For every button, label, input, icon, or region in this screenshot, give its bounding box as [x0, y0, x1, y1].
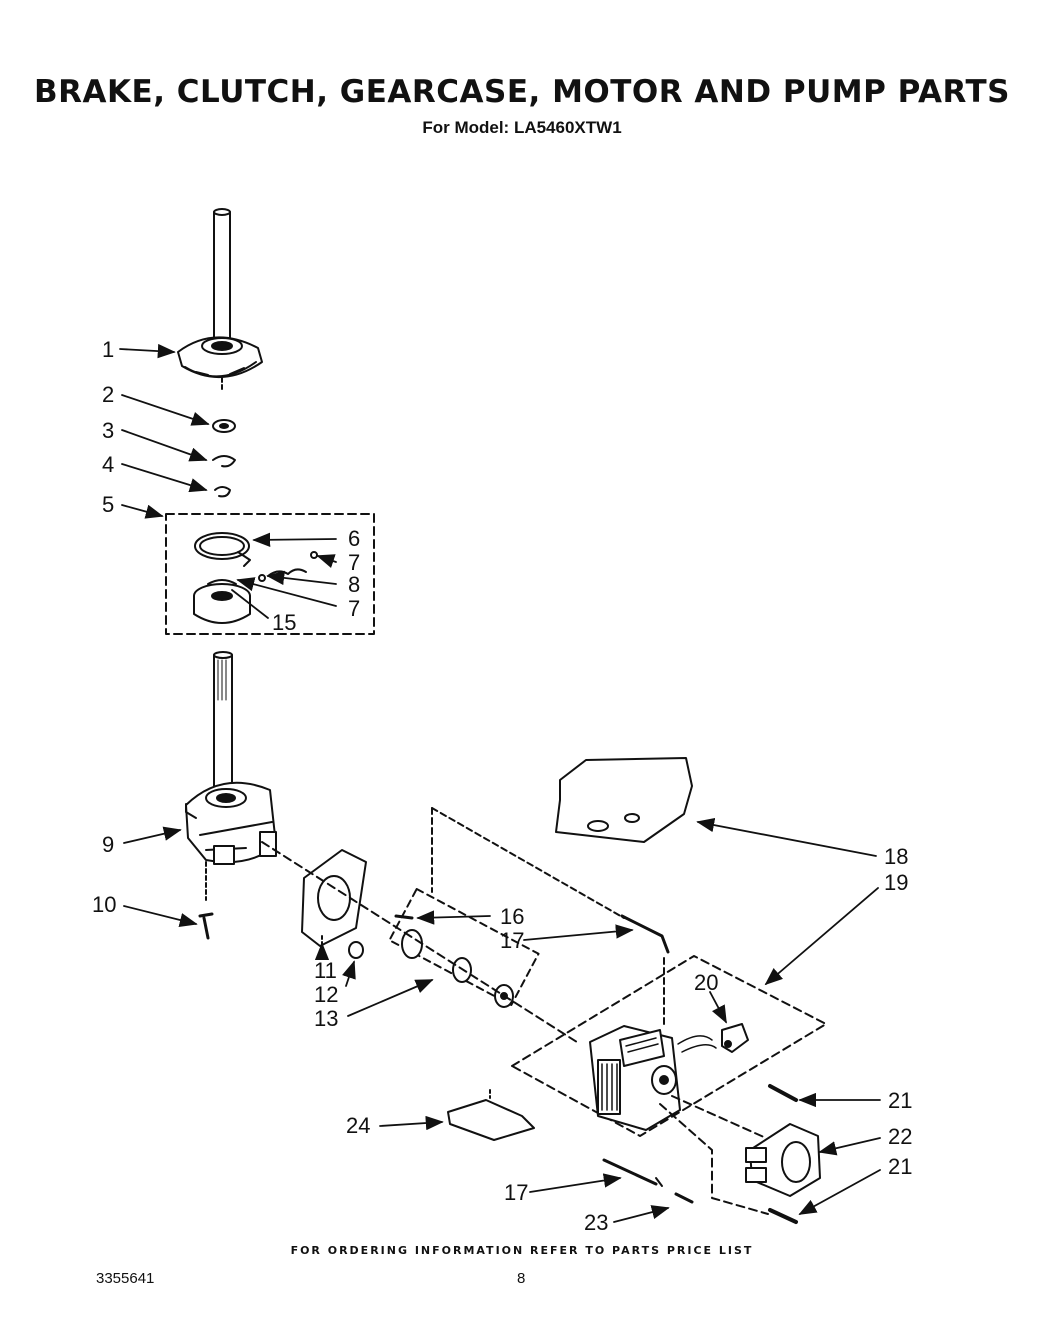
- ordering-note: FOR ORDERING INFORMATION REFER TO PARTS …: [290, 1244, 754, 1257]
- page-number: 8: [517, 1270, 526, 1287]
- model-subtitle: For Model: LA5460XTW1: [422, 118, 622, 137]
- part-5-clutch-kit-box: [165, 513, 375, 635]
- callout-17-upper: 17: [500, 928, 524, 953]
- part-24-gasket: [447, 1089, 535, 1141]
- part-13-coupling-kit-box: [388, 888, 540, 1006]
- callout-21-lower: 21: [888, 1154, 912, 1179]
- callout-3: 3: [102, 418, 114, 443]
- coupling-alignment-line: [261, 841, 581, 1045]
- part-4-clip: [214, 486, 231, 498]
- callout-12: 12: [314, 982, 338, 1007]
- callout-18: 18: [884, 844, 908, 869]
- part-21-clamp-upper: [768, 1084, 798, 1102]
- callout-10: 10: [92, 892, 116, 917]
- part-23-screw: [674, 1192, 694, 1204]
- part-19-motor: [589, 1025, 717, 1131]
- part-17-lower-strap: [602, 1158, 663, 1187]
- callout-13: 13: [314, 1006, 338, 1031]
- part-15-clutch-drum: [193, 579, 251, 624]
- part-16-screw: [394, 914, 414, 920]
- callout-24: 24: [346, 1113, 370, 1138]
- callout-17-lower: 17: [504, 1180, 528, 1205]
- part-1-brake-assembly: [177, 208, 263, 393]
- part-20-motor-switch: [721, 1023, 749, 1053]
- document-number: 3355641: [96, 1270, 155, 1287]
- part-9-gearcase: [185, 651, 277, 901]
- callout-6: 6: [348, 526, 360, 551]
- part-21-clamp-lower: [768, 1208, 798, 1224]
- callout-22: 22: [888, 1124, 912, 1149]
- callout-5: 5: [102, 492, 114, 517]
- part-12-coupling-cap: [348, 941, 364, 959]
- callout-8: 8: [348, 572, 360, 597]
- callout-19: 19: [884, 870, 908, 895]
- leader-lines: [119, 343, 881, 1223]
- callout-labels: 1 2 3 4 5 6 7 8 7 15 9 10 11 12 13 16 17…: [92, 337, 912, 1235]
- callout-1: 1: [102, 337, 114, 362]
- part-6-clutch-band: [194, 532, 251, 567]
- callout-2: 2: [102, 382, 114, 407]
- part-11-mounting-plate: [301, 849, 367, 951]
- callout-7-upper: 7: [348, 550, 360, 575]
- callout-9: 9: [102, 832, 114, 857]
- part-22-pump: [745, 1123, 821, 1197]
- callout-7-lower: 7: [348, 596, 360, 621]
- callout-11: 11: [314, 958, 337, 983]
- part-10-bolt: [198, 912, 214, 940]
- callout-4: 4: [102, 452, 114, 477]
- callout-20: 20: [694, 970, 718, 995]
- part-17-wire-harness: [431, 807, 670, 1029]
- diagram-title: BRAKE, CLUTCH, GEARCASE, MOTOR AND PUMP …: [34, 74, 1010, 110]
- part-3-retaining-ring: [212, 455, 236, 468]
- callout-16: 16: [500, 904, 524, 929]
- callout-21-upper: 21: [888, 1088, 912, 1113]
- pump-alignment-line: [671, 1095, 767, 1139]
- callout-23: 23: [584, 1210, 608, 1235]
- pump-lower-line: [659, 1103, 769, 1215]
- part-2-washer: [212, 419, 236, 433]
- part-18-pump-cover: [555, 757, 693, 843]
- callout-15: 15: [272, 610, 296, 635]
